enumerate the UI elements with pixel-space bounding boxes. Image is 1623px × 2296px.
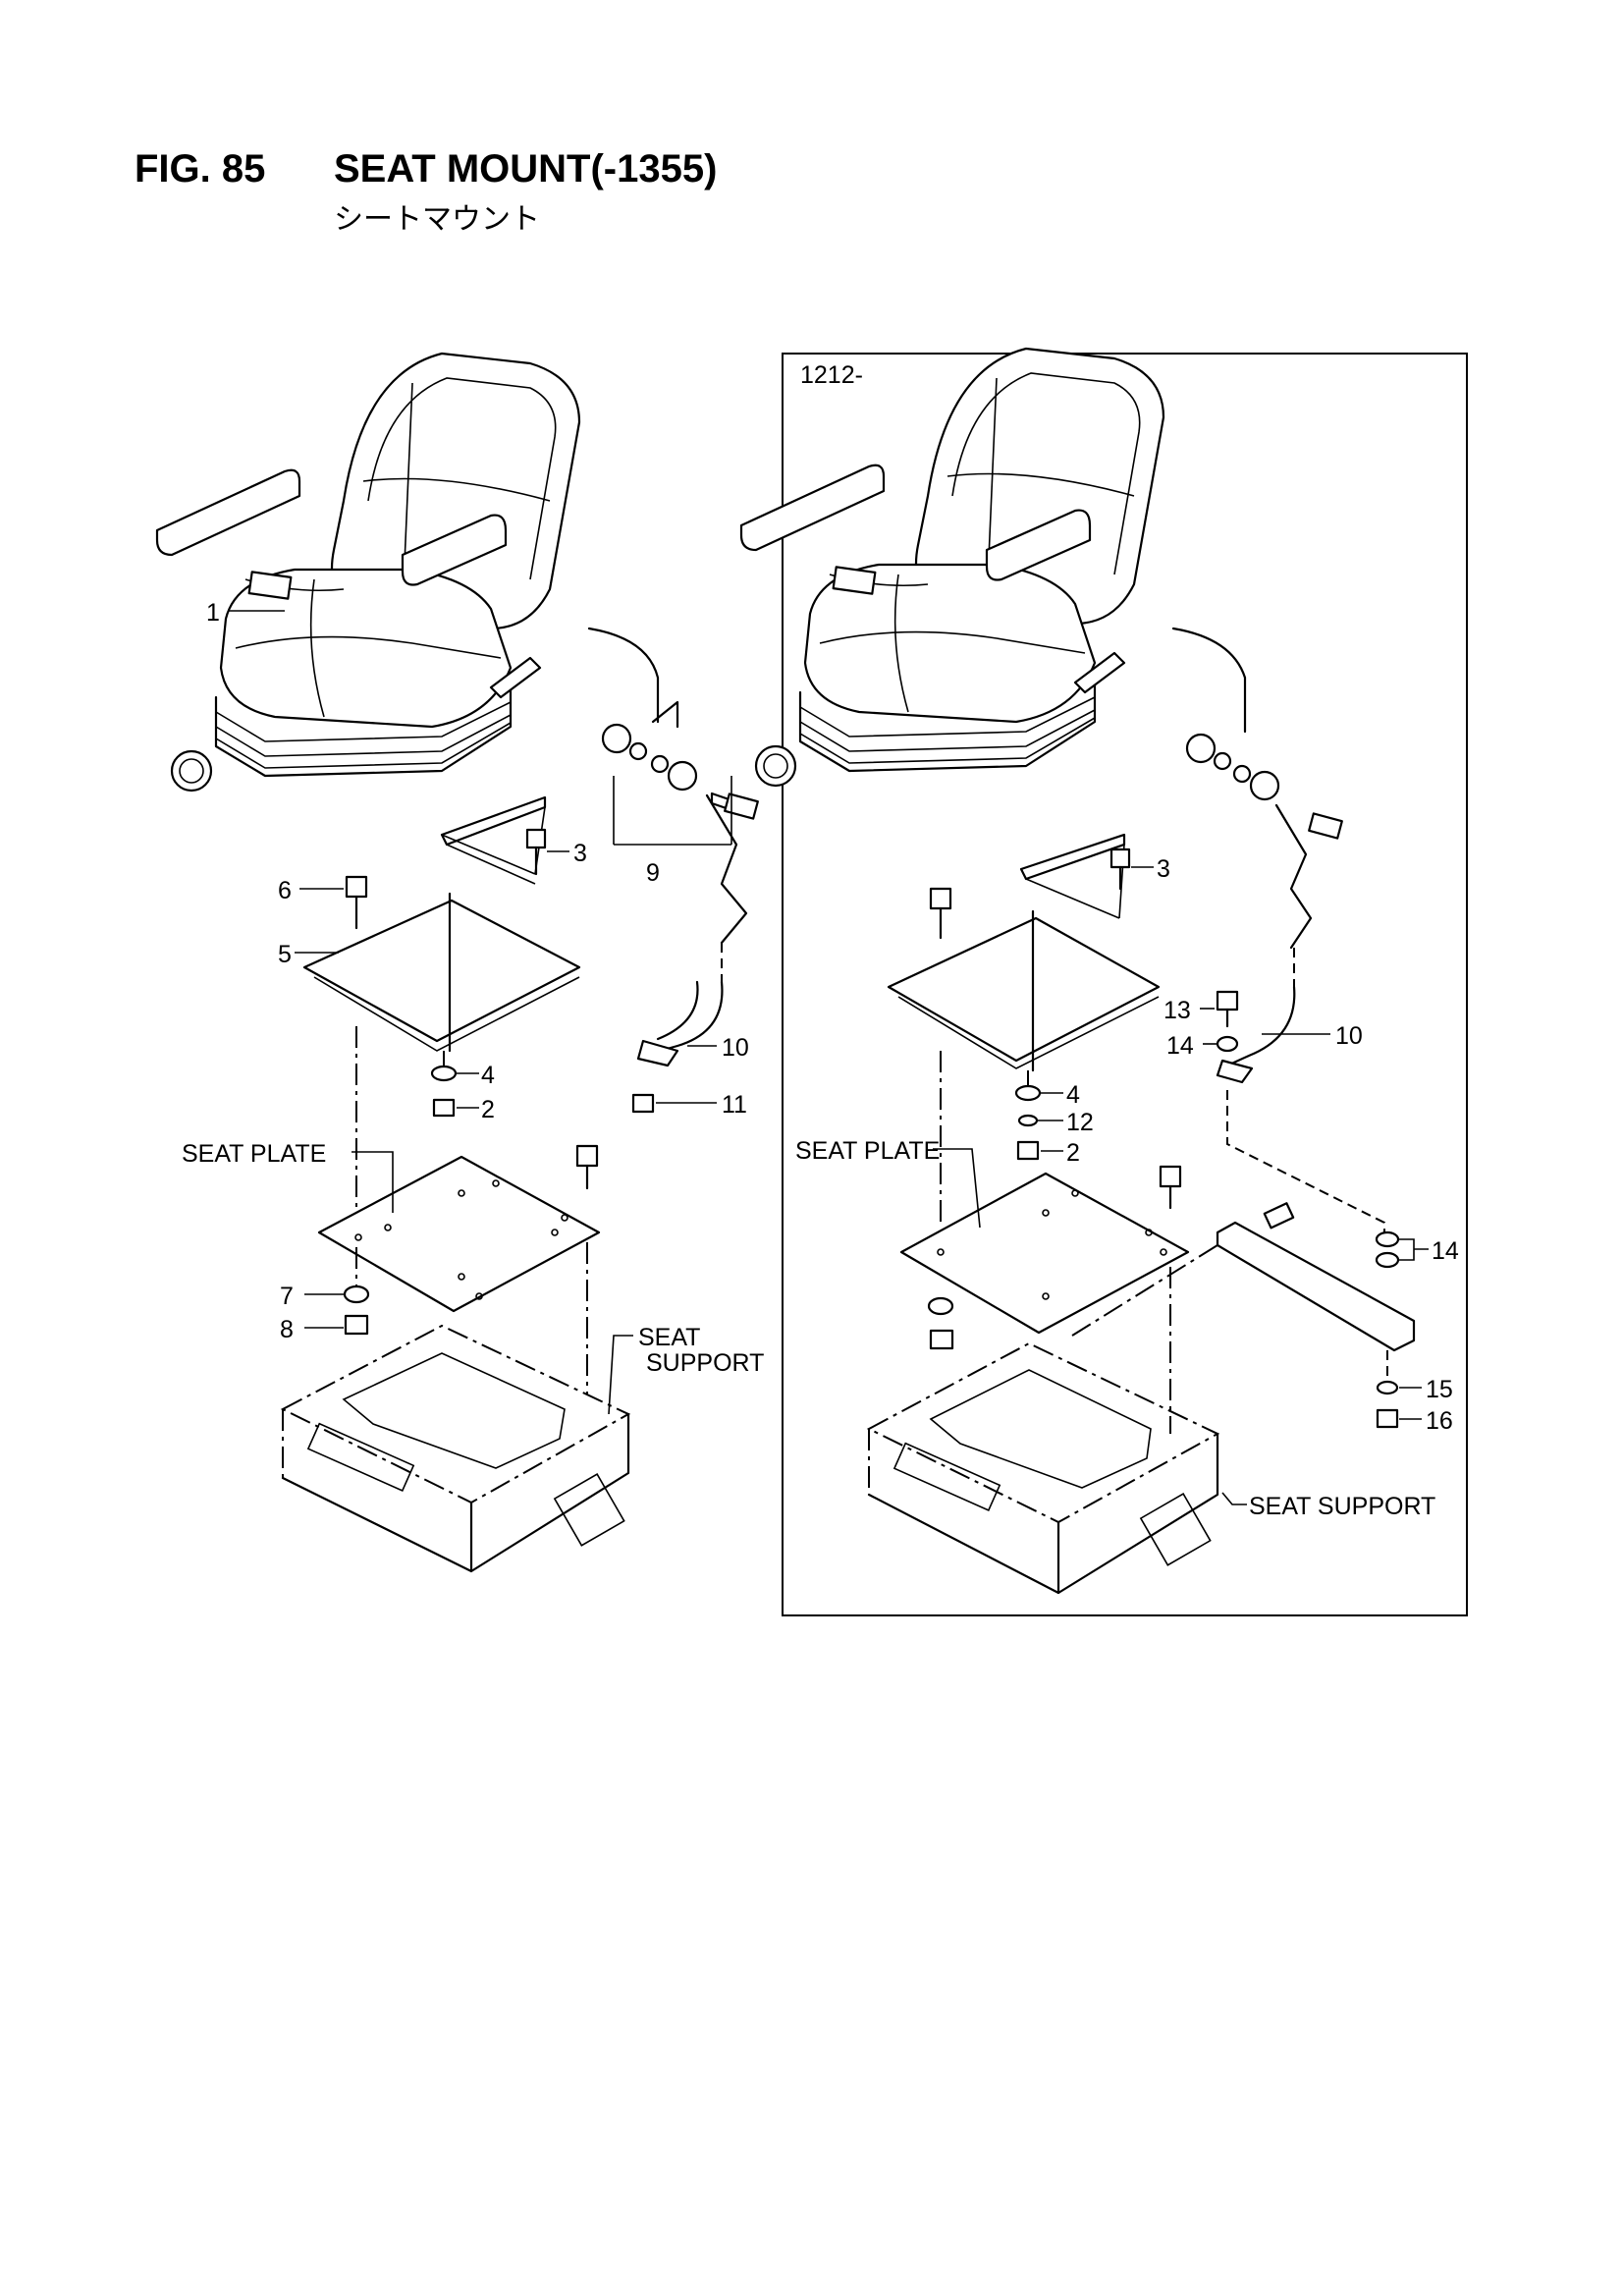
right-rail-plate: [887, 916, 1161, 1063]
serial-range: 1212-: [800, 361, 863, 389]
label-right-part-4: 4: [1066, 1081, 1080, 1109]
label-right-part-13: 13: [1163, 997, 1191, 1024]
label-part-1: 1: [206, 599, 220, 627]
right-seat-plate: [899, 1172, 1190, 1335]
label-part-2: 2: [481, 1096, 495, 1123]
serial-frame: [782, 353, 1468, 1616]
label-right-seat-plate: SEAT PLATE: [795, 1137, 940, 1165]
label-part-8: 8: [280, 1316, 294, 1343]
figure-title: SEAT MOUNT(-1355): [334, 147, 718, 191]
label-part-10: 10: [722, 1034, 749, 1062]
label-part-11: 11: [722, 1091, 747, 1119]
label-right-part-14b: 14: [1432, 1237, 1459, 1265]
left-belt-upper: [587, 627, 660, 724]
label-part-5: 5: [278, 941, 292, 968]
right-seat-support: [866, 1341, 1220, 1595]
label-part-6: 6: [278, 877, 292, 904]
left-seat-plate: [317, 1155, 601, 1313]
label-right-seat-support: SEAT SUPPORT: [1249, 1493, 1435, 1520]
label-right-part-2: 2: [1066, 1139, 1080, 1167]
figure-subtitle-jp: シートマウント: [334, 202, 540, 237]
label-right-part-14a: 14: [1166, 1032, 1194, 1060]
label-seat-support-line1: SEAT: [638, 1324, 700, 1351]
left-rail-plate: [302, 899, 581, 1043]
label-right-part-3: 3: [1157, 855, 1170, 883]
label-right-part-10: 10: [1335, 1022, 1363, 1050]
left-seat-support: [280, 1324, 631, 1573]
label-part-7: 7: [280, 1283, 294, 1310]
left-belt-tip: [651, 700, 679, 729]
right-seat-drawing: [739, 347, 1165, 788]
label-right-part-12: 12: [1066, 1109, 1094, 1136]
label-part-4: 4: [481, 1062, 495, 1089]
label-right-part-16: 16: [1426, 1407, 1453, 1435]
left-seat-drawing: [155, 352, 581, 793]
label-seat-plate: SEAT PLATE: [182, 1140, 326, 1168]
left-bushing: [601, 723, 632, 754]
label-right-part-15: 15: [1426, 1376, 1453, 1403]
label-part-9: 9: [646, 859, 660, 887]
right-belt-bracket: [1216, 1221, 1416, 1352]
figure-number: FIG. 85: [135, 147, 266, 191]
label-part-3: 3: [573, 840, 587, 867]
label-seat-support-line2: SUPPORT: [646, 1349, 764, 1377]
